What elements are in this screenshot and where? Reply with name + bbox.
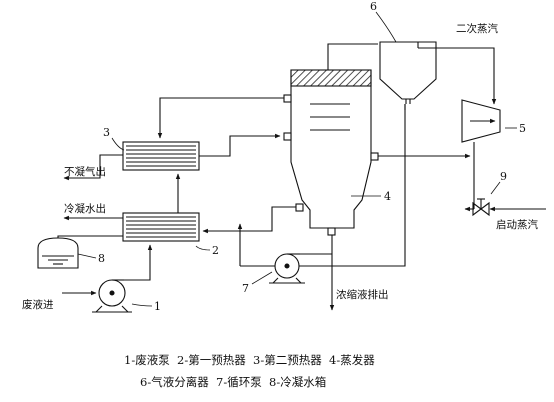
label-7: 7 (242, 282, 249, 295)
compressor (461, 99, 501, 143)
label-3: 3 (103, 126, 110, 139)
label-6: 6 (370, 0, 377, 13)
label-8: 8 (98, 252, 105, 265)
label-noncondensable-out: 不凝气出 (64, 165, 106, 178)
pipes (57, 43, 546, 311)
label-5: 5 (519, 122, 526, 135)
legend-line-2: 6-气液分离器 7-循环泵 8-冷凝水箱 (140, 375, 326, 389)
first-preheater (122, 212, 200, 242)
label-concentrate-out: 浓缩液排出 (336, 288, 389, 301)
label-condensate-out: 冷凝水出 (64, 202, 106, 215)
label-4: 4 (384, 190, 391, 203)
label-waste-in: 废液进 (22, 298, 54, 311)
legend-line-1: 1-废液泵 2-第一预热器 3-第二预热器 4-蒸发器 (124, 353, 375, 367)
callout-leaders (77, 11, 517, 307)
gas-liquid-separator (379, 41, 440, 104)
label-1: 1 (154, 300, 161, 313)
label-9: 9 (500, 170, 507, 183)
condensate-tank (37, 237, 79, 269)
waste-liquid-pump (92, 279, 132, 313)
startup-steam-valve (472, 198, 490, 217)
second-preheater (122, 141, 200, 171)
label-secondary-steam: 二次蒸汽 (456, 22, 498, 35)
label-2: 2 (212, 244, 219, 257)
circulation-pump (269, 253, 305, 284)
evaporator (283, 69, 379, 236)
label-start-steam: 启动蒸汽 (496, 218, 538, 231)
